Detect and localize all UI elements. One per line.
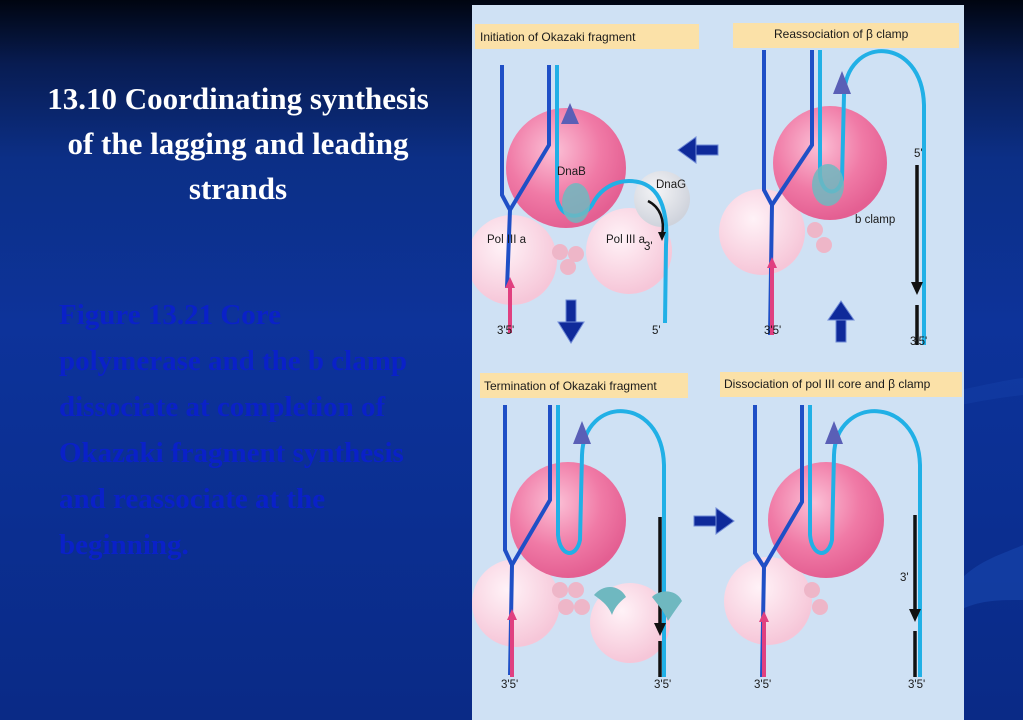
panel-title: Dissociation of pol III core and β clamp: [724, 377, 931, 391]
panel-dissociation: Dissociation of pol III core and β clamp…: [720, 372, 962, 691]
bottom-label-left: 3'5': [497, 325, 514, 337]
dnag-label: DnaG: [656, 179, 686, 191]
arrow-down-icon: [557, 299, 585, 344]
bottom-label-left: 3'5': [764, 325, 781, 337]
template-strand: [762, 405, 804, 569]
arrowhead: [825, 421, 843, 444]
panel-title-box: [475, 24, 699, 49]
panel-title: Initiation of Okazaki fragment: [480, 30, 636, 44]
arrowhead: [507, 609, 517, 620]
figure-panel: Initiation of Okazaki fragment DnaB DnaG…: [472, 5, 964, 720]
dnab-clamp-icon: [562, 183, 590, 223]
b-clamp-icon: [812, 164, 844, 206]
arrowhead: [909, 609, 921, 622]
arrowhead: [505, 277, 515, 288]
pol-label-left: Pol III a: [487, 234, 527, 246]
arrowhead: [759, 611, 769, 622]
slide-title: 13.10 Coordinating synthesis of the lagg…: [47, 81, 429, 206]
template-strand: [508, 65, 551, 212]
pol-sphere-pale: [724, 557, 812, 645]
arrowhead: [911, 282, 923, 295]
arrow-up-icon: [827, 300, 855, 343]
panel-reassociation: Reassociation of β clamp 5' b clamp 3'5'…: [719, 23, 959, 348]
helicase-sphere: [768, 462, 884, 578]
panel-termination: Termination of Okazaki fragment 3'5' 3'5…: [472, 373, 688, 691]
bottom-label-right: 3'5': [908, 679, 925, 691]
clamp-bead: [568, 582, 584, 598]
helicase-sphere: [510, 462, 626, 578]
arrow-right-icon: [693, 507, 735, 535]
okazaki-diagram: Initiation of Okazaki fragment DnaB DnaG…: [472, 23, 962, 691]
arrowhead: [767, 257, 777, 268]
b-clamp-label: b clamp: [855, 214, 895, 226]
arrow-left-icon: [677, 136, 719, 164]
template-strand: [510, 405, 552, 567]
helicase-sphere: [773, 106, 887, 220]
clamp-bead: [558, 599, 574, 615]
pol-sphere-pale: [586, 208, 672, 294]
template-strand: [770, 50, 814, 207]
three-prime-label: 3': [900, 572, 909, 584]
primer-arrow: [647, 199, 665, 236]
clamp-bead: [568, 246, 584, 262]
bottom-label-right: 3'5': [910, 336, 927, 348]
pol-sphere-pale: [472, 559, 560, 647]
dnab-label: DnaB: [557, 166, 586, 178]
five-prime-label: 5': [914, 148, 923, 160]
pol-label-right: Pol III a: [606, 234, 646, 246]
dissociating-clamp-icon: [594, 586, 626, 615]
clamp-bead: [552, 244, 568, 260]
clamp-bead: [807, 222, 823, 238]
bottom-label-right: 3'5': [654, 679, 671, 691]
pol-sphere-pale: [719, 189, 805, 275]
panel-title-box: [480, 373, 688, 398]
background-swoosh: [960, 378, 1023, 610]
arrowhead: [833, 71, 851, 94]
leading-strand: [500, 65, 513, 289]
clamp-bead: [574, 599, 590, 615]
arrowhead: [561, 103, 579, 124]
clamp-bead: [812, 599, 828, 615]
arrowhead: [658, 232, 666, 241]
panel-title-box: [733, 23, 959, 48]
panel-initiation: Initiation of Okazaki fragment DnaB DnaG…: [472, 24, 699, 337]
bottom-label-right: 5': [652, 325, 661, 337]
panel-title-box: [720, 372, 962, 397]
panel-title: Reassociation of β clamp: [774, 27, 909, 41]
bottom-label-left: 3'5': [501, 679, 518, 691]
clamp-bead: [816, 237, 832, 253]
pol-sphere-pale: [472, 215, 557, 305]
arrowhead: [654, 623, 666, 636]
clamp-bead: [804, 582, 820, 598]
primer-3-label: 3': [644, 241, 653, 253]
bottom-label-left: 3'5': [754, 679, 771, 691]
figure-caption: Figure 13.21 Core polymerase and the b c…: [59, 299, 407, 561]
clamp-bead: [560, 259, 576, 275]
panel-title: Termination of Okazaki fragment: [484, 379, 657, 393]
clamp-bead: [552, 582, 568, 598]
arrowhead: [573, 421, 591, 444]
dissociating-clamp-icon: [652, 591, 682, 621]
